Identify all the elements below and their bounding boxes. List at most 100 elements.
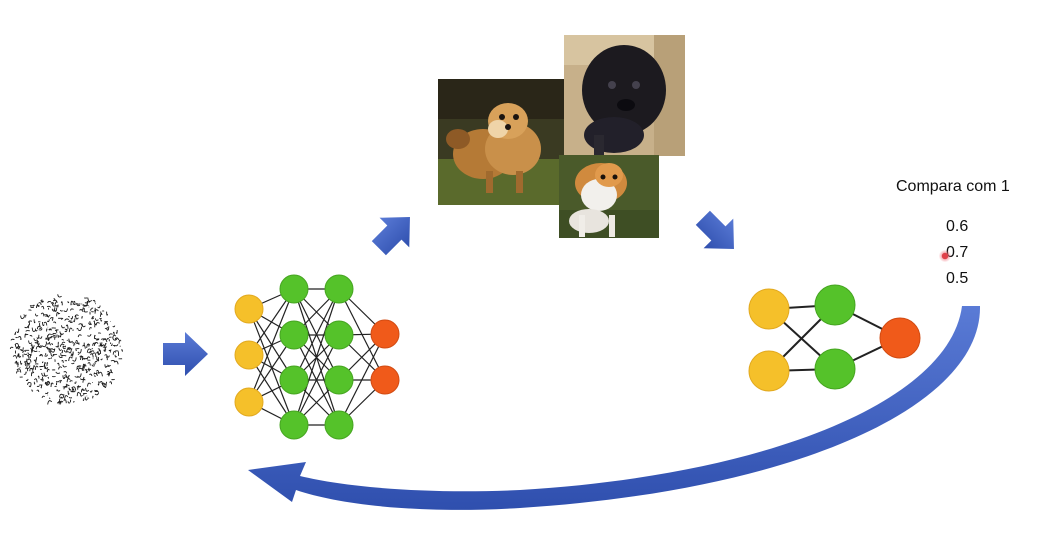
noise-stroke (24, 325, 29, 329)
noise-stroke (112, 337, 118, 341)
noise-stroke (70, 300, 74, 306)
noise-stroke (93, 375, 96, 378)
noise-stroke (87, 362, 91, 366)
noise-stroke (46, 314, 49, 318)
noise-stroke (87, 382, 92, 387)
noise-stroke (36, 325, 42, 330)
noise-stroke (53, 307, 56, 311)
noise-stroke (82, 378, 86, 383)
score-value: 0.6 (946, 218, 969, 235)
noise-stroke (79, 392, 83, 397)
hidden-node (324, 320, 354, 350)
noise-stroke (70, 316, 74, 320)
noise-stroke (84, 300, 88, 304)
noise-stroke (94, 360, 98, 364)
noise-stroke (83, 302, 89, 307)
noise-stroke (77, 342, 80, 345)
noise-stroke (105, 322, 109, 326)
noise-stroke (106, 337, 110, 340)
noise-stroke (109, 369, 112, 373)
noise-stroke (95, 322, 100, 326)
noise-stroke (27, 352, 33, 355)
noise-stroke (83, 357, 88, 360)
output-node (370, 365, 400, 395)
noise-stroke (76, 368, 80, 373)
noise-stroke (73, 300, 76, 305)
noise-stroke (15, 360, 18, 365)
noise-stroke (45, 335, 48, 340)
noise-stroke (89, 321, 92, 324)
noise-stroke (35, 345, 41, 350)
noise-stroke (94, 392, 100, 396)
noise-stroke (29, 367, 33, 372)
noise-stroke (25, 367, 29, 372)
noise-stroke (66, 348, 71, 352)
noise-stroke (93, 389, 98, 392)
score-value: 0.7 (946, 244, 969, 261)
noise-stroke (106, 373, 110, 377)
noise-stroke (34, 328, 38, 332)
noise-stroke (44, 367, 49, 370)
hidden-node (279, 320, 309, 350)
noise-stroke (25, 330, 30, 332)
noise-stroke (104, 343, 107, 346)
noise-stroke (99, 313, 103, 317)
noise-stroke (89, 390, 93, 393)
output-node (879, 317, 921, 359)
noise-stroke (112, 331, 115, 336)
noise-stroke (34, 339, 38, 344)
noise-stroke (89, 373, 93, 377)
noise-stroke (107, 355, 110, 358)
noise-stroke (56, 389, 61, 392)
noise-stroke (76, 385, 82, 388)
random-noise-icon (9, 294, 123, 405)
noise-stroke (17, 336, 22, 340)
noise-stroke (54, 307, 58, 312)
score-value: 0.5 (946, 270, 969, 287)
noise-stroke (65, 384, 70, 388)
noise-stroke (60, 301, 63, 306)
noise-stroke (28, 383, 32, 388)
noise-stroke (97, 381, 100, 386)
noise-stroke (83, 310, 88, 313)
noise-stroke (41, 299, 44, 303)
noise-stroke (67, 301, 70, 304)
noise-stroke (79, 355, 83, 360)
noise-stroke (39, 368, 42, 371)
noise-stroke (59, 400, 64, 405)
noise-stroke (105, 356, 108, 361)
noise-stroke (106, 326, 110, 331)
hidden-node (279, 365, 309, 395)
noise-stroke (54, 329, 58, 333)
noise-stroke (58, 355, 63, 359)
noise-stroke (63, 385, 68, 390)
noise-stroke (33, 378, 38, 383)
noise-stroke (24, 361, 30, 365)
noise-stroke (118, 339, 122, 344)
noise-stroke (94, 309, 99, 314)
noise-stroke (88, 367, 90, 372)
noise-stroke (102, 383, 106, 387)
noise-stroke (16, 328, 20, 334)
noise-stroke (92, 299, 96, 303)
discriminator-network-icon (748, 284, 921, 392)
noise-stroke (26, 354, 30, 359)
noise-stroke (98, 353, 101, 355)
noise-stroke (89, 327, 93, 330)
noise-stroke (12, 355, 18, 359)
noise-stroke (40, 376, 43, 381)
noise-stroke (57, 312, 61, 315)
noise-stroke (51, 317, 54, 321)
hidden-node (279, 274, 309, 304)
noise-stroke (41, 343, 47, 348)
noise-stroke (68, 356, 73, 362)
noise-stroke (110, 343, 113, 346)
noise-stroke (103, 349, 107, 352)
noise-stroke (87, 297, 93, 302)
noise-stroke (77, 334, 82, 338)
noise-stroke (62, 355, 67, 357)
noise-stroke (45, 391, 49, 395)
noise-stroke (48, 328, 52, 331)
noise-stroke (53, 321, 57, 324)
noise-stroke (104, 326, 108, 330)
